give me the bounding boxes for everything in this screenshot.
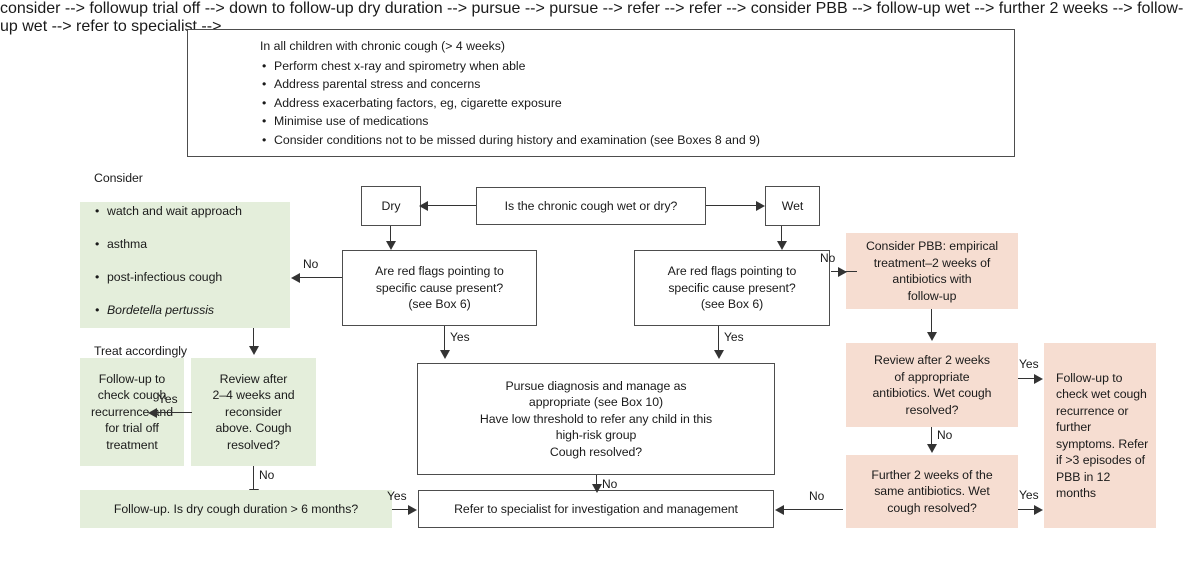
node-dry: Dry (361, 186, 421, 226)
edge-label-yes-review-2-4: Yes (158, 392, 178, 406)
edge-pursue-no (596, 475, 598, 488)
arrowhead-furtherabx-no (775, 505, 784, 515)
node-review-2-weeks-abx: Review after 2 weeks of appropriate anti… (846, 343, 1018, 427)
edge-consider-to-review (253, 328, 255, 348)
arrowhead-wet-to-redflags (777, 241, 787, 250)
node-followup-dry-duration: Follow-up. Is dry cough duration > 6 mon… (80, 490, 392, 528)
arrowhead-reviewabx-yes (1034, 374, 1043, 384)
advisory-bullet: Consider conditions not to be missed dur… (260, 131, 1014, 150)
edge-redflagsdry-no (299, 277, 342, 279)
node-root-question: Is the chronic cough wet or dry? (476, 187, 706, 225)
arrowhead-review-yes (148, 408, 157, 418)
advisory-bullet: Address exacerbating factors, eg, cigare… (260, 94, 1014, 113)
edge-label-yes-dry-red-flags: Yes (450, 330, 470, 344)
consider-bullet: asthma (94, 236, 242, 253)
node-refer-specialist: Refer to specialist for investigation an… (418, 490, 774, 528)
consider-heading: Consider (94, 171, 143, 186)
edge-root-to-dry (427, 205, 476, 207)
arrowhead-redflagswet-no (838, 267, 847, 277)
node-further-2-weeks-abx: Further 2 weeks of the same antibiotics.… (846, 455, 1018, 528)
consider-bullet: Bordetella pertussis (94, 302, 242, 319)
advisory-bullet: Minimise use of medications (260, 112, 1014, 131)
consider-bullet: watch and wait approach (94, 203, 242, 220)
edge-review-no (253, 466, 255, 492)
edge-wet-to-redflags (781, 226, 783, 243)
arrowhead-drydur-yes (408, 505, 417, 515)
advisory-bullet: Address parental stress and concerns (260, 75, 1014, 94)
edge-review-yes (156, 412, 192, 414)
edge-label-no-wet-red-flags: No (820, 251, 836, 265)
edge-label-no-review-abx: No (937, 428, 953, 442)
arrowhead-redflagsdry-yes (440, 350, 450, 359)
edge-label-no-review-2-4: No (259, 468, 275, 482)
node-consider-alternatives: Consider watch and wait approach asthma … (80, 171, 290, 358)
arrowhead-reviewabx-no (927, 444, 937, 453)
edge-drydur-yes (392, 509, 410, 511)
node-red-flags-dry: Are red flags pointing to specific cause… (342, 250, 537, 326)
edge-redflagswet-yes (718, 326, 720, 352)
edge-furtherabx-yes (1018, 509, 1038, 511)
edge-label-yes-dry-duration: Yes (387, 489, 407, 503)
node-red-flags-wet: Are red flags pointing to specific cause… (634, 250, 830, 326)
consider-bullet-list: watch and wait approach asthma post-infe… (94, 187, 242, 336)
node-followup-trial-off: Follow-up to check cough recurrence and … (80, 358, 184, 466)
advisory-lead: In all children with chronic cough (> 4 … (260, 39, 506, 53)
edge-root-to-wet (706, 205, 757, 207)
node-review-2-4-weeks: Review after 2–4 weeks and reconsider ab… (191, 358, 316, 466)
edge-label-no-further-abx: No (809, 489, 825, 503)
advisory-bullet-list: Perform chest x-ray and spirometry when … (260, 57, 1014, 150)
consider-footer: Treat accordingly (94, 344, 188, 359)
edge-label-yes-review-abx: Yes (1019, 357, 1039, 371)
arrowhead-furtherabx-yes (1034, 505, 1043, 515)
node-followup-wet-recurrence: Follow-up to check wet cough recurrence … (1044, 343, 1156, 528)
arrowhead-pbb-to-review (927, 332, 937, 341)
arrowhead-root-to-dry (419, 201, 428, 211)
node-pursue-diagnosis: Pursue diagnosis and manage as appropria… (417, 363, 775, 475)
arrowhead-root-to-wet (756, 201, 765, 211)
arrowhead-pursue-no (592, 484, 602, 493)
edge-furtherabx-no (783, 509, 843, 511)
edge-label-no-pursue: No (602, 477, 618, 491)
edge-pbb-to-review (931, 309, 933, 334)
arrowhead-dry-to-redflags (386, 241, 396, 250)
node-consider-pbb: Consider PBB: empirical treatment–2 week… (846, 233, 1018, 309)
edge-dry-to-redflags (390, 226, 392, 243)
arrowhead-consider-to-review (249, 346, 259, 355)
edge-redflagsdry-yes (444, 326, 446, 352)
consider-bullet: post-infectious cough (94, 269, 242, 286)
advisory-panel: In all children with chronic cough (> 4 … (187, 29, 1015, 157)
advisory-bullet: Perform chest x-ray and spirometry when … (260, 57, 1014, 76)
edge-reviewabx-no (931, 427, 933, 447)
node-wet: Wet (765, 186, 820, 226)
arrowhead-redflagswet-yes (714, 350, 724, 359)
edge-label-no-dry-red-flags: No (303, 257, 319, 271)
edge-label-yes-further-abx: Yes (1019, 488, 1039, 502)
edge-label-yes-wet-red-flags: Yes (724, 330, 744, 344)
arrowhead-redflagsdry-no (291, 273, 300, 283)
edge-reviewabx-yes (1018, 378, 1038, 380)
